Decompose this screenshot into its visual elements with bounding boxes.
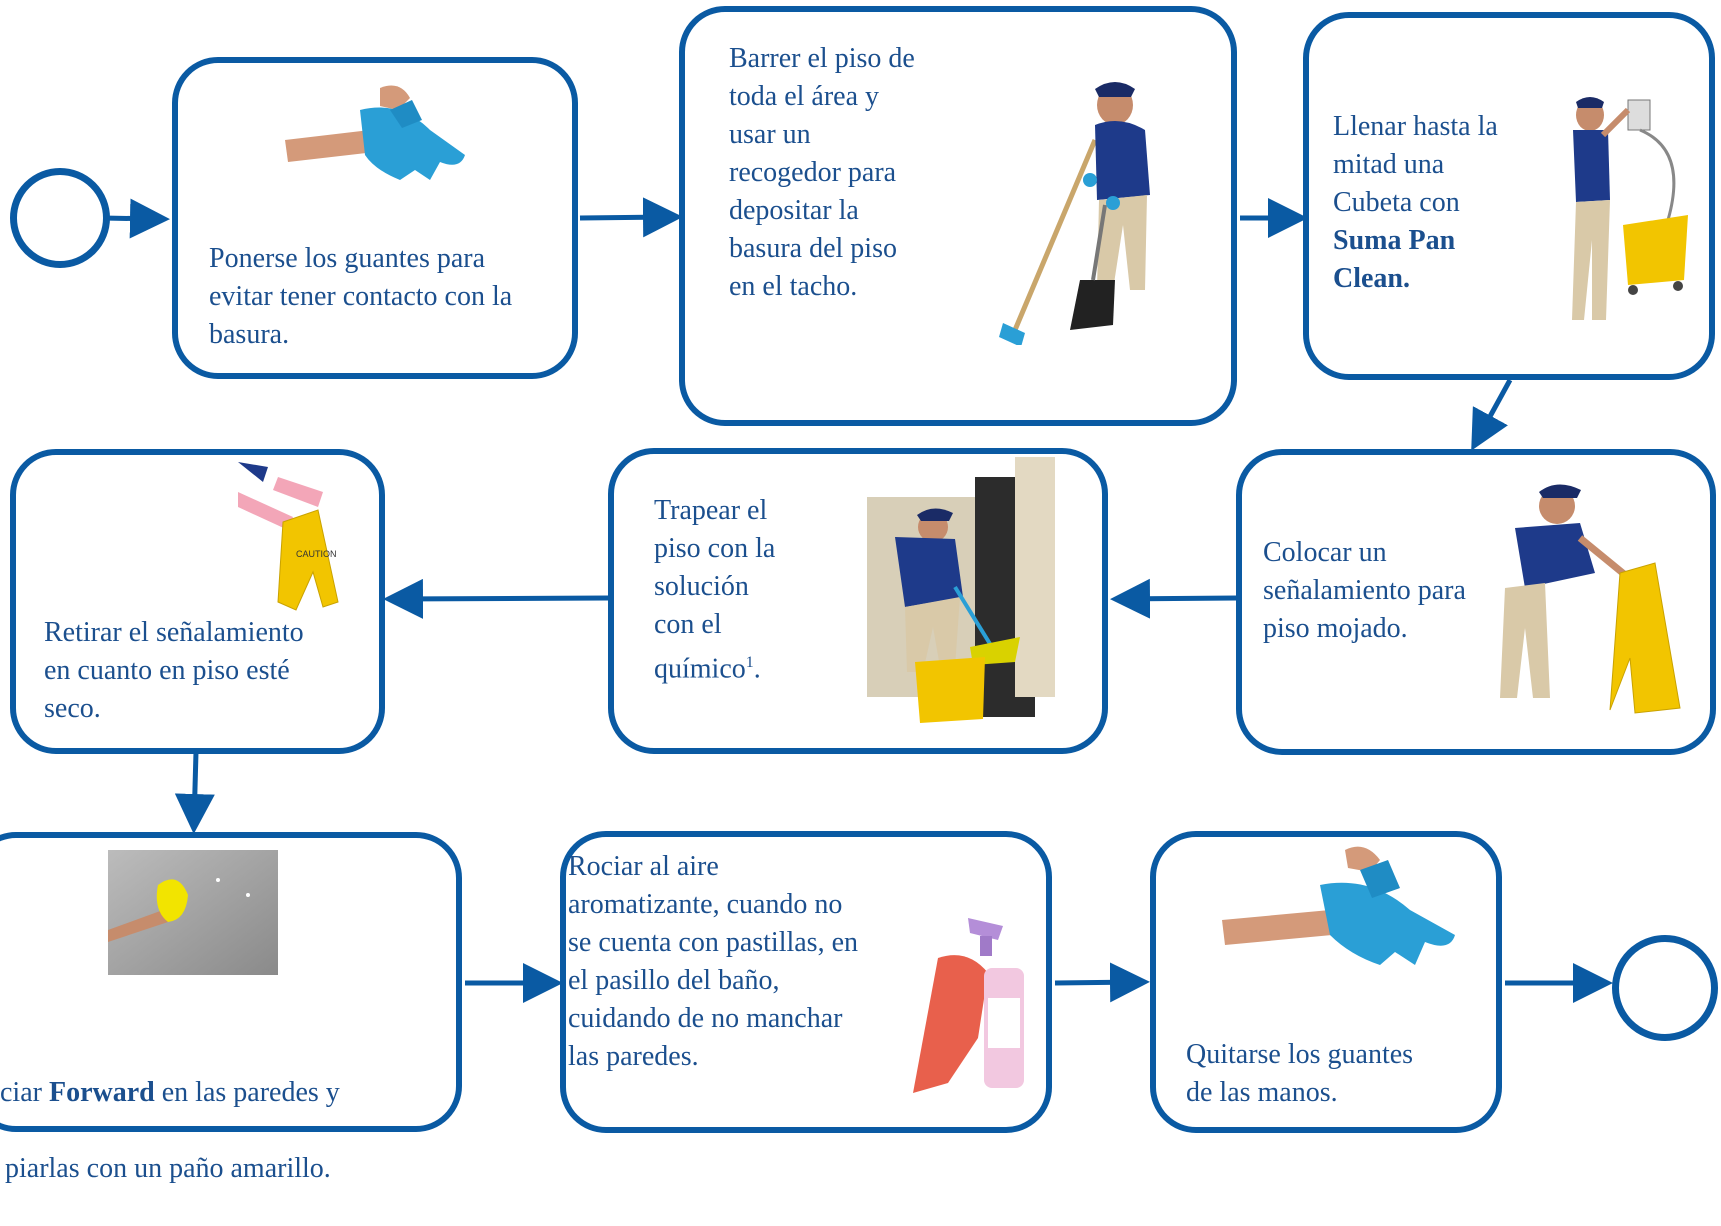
step-9-box <box>1150 831 1502 1133</box>
worker-sweeping-with-dustpan-image <box>995 75 1195 345</box>
arrow-s1-to-s2 <box>579 197 683 238</box>
arrow-s5-to-s6 <box>383 578 609 619</box>
wiping-wall-yellow-cloth-image <box>108 850 278 975</box>
arrow-s3-to-s4 <box>1471 378 1513 451</box>
arrow-s4-to-s5 <box>1110 578 1238 619</box>
removing-blue-gloves-image <box>1220 840 1470 980</box>
spray-bottle-pink-glove-image <box>908 918 1043 1098</box>
step-5-period: . <box>753 653 761 685</box>
step-7-line-2: piarlas con un paño amarillo. <box>5 1153 331 1184</box>
arrow-start-to-s1 <box>102 198 170 239</box>
step-3-text: Llenar hasta la mitad una Cubeta con Sum… <box>1333 108 1533 298</box>
step-4-text: Colocar un señalamiento para piso mojado… <box>1263 537 1466 644</box>
step-6-text: Retirar el señalamiento en cuanto en pis… <box>44 617 304 724</box>
step-3-box <box>1303 12 1715 380</box>
worker-mopping-floor-image <box>865 457 1065 747</box>
step-7-text: ciar Forward en las paredes y piarlas co… <box>0 1036 460 1226</box>
putting-on-blue-gloves-image <box>280 70 470 195</box>
hands-removing-caution-sign-image: CAUTION <box>238 462 348 612</box>
worker-filling-bucket-image <box>1548 90 1698 340</box>
step-7-line-1-pre: ciar <box>0 1077 49 1108</box>
end-circle <box>1612 935 1718 1041</box>
step-5-text-main: Trapear el piso con la solución con el q… <box>654 495 776 685</box>
forward-product: Forward <box>48 1077 155 1108</box>
worker-placing-wet-floor-sign-image <box>1495 478 1685 718</box>
step-5-text: Trapear el piso con la solución con el q… <box>654 492 804 688</box>
product-name: Suma Pan Clean. <box>1333 225 1456 294</box>
start-circle <box>10 168 110 268</box>
step-2-text: Barrer el piso de toda el área y usar un… <box>729 43 915 302</box>
arrow-s8-to-s9 <box>1054 962 1150 1003</box>
svg-text:CAUTION: CAUTION <box>296 549 337 559</box>
step-1-text: Ponerse los guantes para evitar tener co… <box>209 243 513 350</box>
step-8-text: Rociar al aire aromatizante, cuando no s… <box>568 851 859 1072</box>
step-9-text: Quitarse los guantes de las manos. <box>1186 1039 1414 1108</box>
arrow-s6-to-s7 <box>174 751 215 834</box>
footnote-marker: 1 <box>745 654 754 671</box>
step-7-line-1: ciar Forward en las paredes y <box>0 1074 460 1112</box>
step-3-text-main: Llenar hasta la mitad una Cubeta con <box>1333 111 1498 218</box>
step-7-line-1-post: en las paredes y <box>154 1077 340 1108</box>
